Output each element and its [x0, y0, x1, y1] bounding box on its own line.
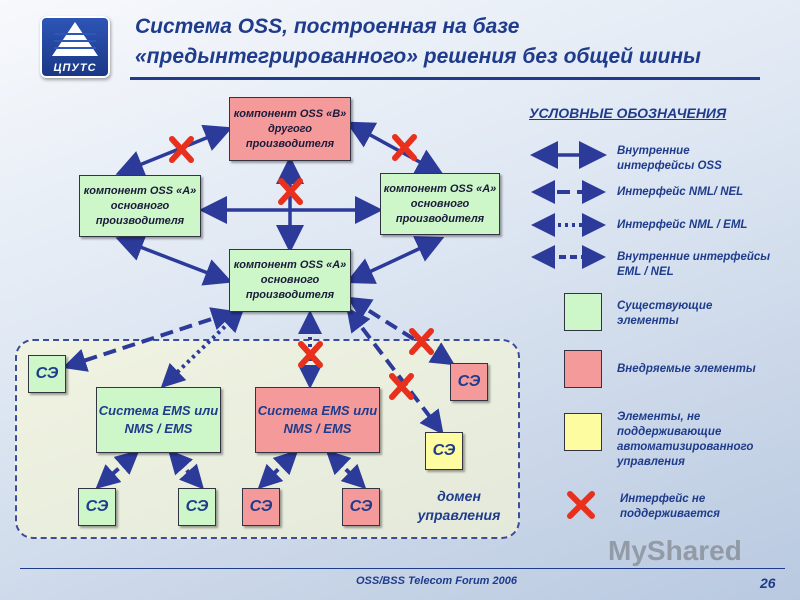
link-left-center [115, 234, 233, 286]
watermark: MyShared [608, 535, 742, 566]
link-ems-left-se2 [167, 449, 205, 490]
oss-component-a-right-label: компонент OSS «A» основного производител… [383, 182, 497, 225]
oss-component-b-label: компонент OSS «B» другого производителя [233, 107, 347, 150]
legend-new-label: Внедряемые элементы [617, 363, 756, 375]
footer-rule [20, 568, 785, 569]
link-center-se-left [62, 307, 236, 372]
legend-unsupported-label: Элементы, не поддерживающие автоматизиро… [617, 411, 754, 468]
page-number: 26 [760, 575, 776, 591]
network-element: СЭ [28, 355, 66, 393]
unsupported-cross [278, 178, 303, 205]
legend-unsupported-swatch [564, 413, 602, 451]
oss-component-a-center: компонент OSS «A» основного производител… [229, 249, 351, 312]
unsupported-cross [389, 373, 414, 400]
oss-component-b: компонент OSS «B» другого производителя [229, 97, 351, 161]
oss-component-a-left: компонент OSS «A» основного производител… [79, 175, 201, 237]
title-underline [130, 77, 760, 80]
company-logo: ЦПУТС [40, 16, 110, 78]
network-element: СЭ [242, 488, 280, 526]
unsupported-cross [169, 136, 194, 163]
oss-component-a-right: компонент OSS «A» основного производител… [380, 173, 500, 235]
ems-system-left-label: Система EMS или NMS / EMS [98, 403, 219, 436]
slide-title: Система OSS, построенная на базе «предын… [135, 15, 701, 68]
link-left-top [115, 124, 233, 178]
pyramid-icon [52, 22, 98, 56]
domain-label: домен управления [417, 488, 501, 523]
ems-system-right-label: Система EMS или NMS / EMS [257, 403, 378, 436]
link-center-se-yellow [346, 307, 444, 435]
network-element: СЭ [450, 363, 488, 401]
footer-text: OSS/BSS Telecom Forum 2006 [356, 575, 517, 587]
legend-cross [567, 491, 595, 519]
legend-existing-label: Существующие элементы [617, 300, 713, 327]
oss-component-a-left-label: компонент OSS «A» основного производител… [83, 184, 197, 227]
ems-system-left: Система EMS или NMS / EMS [96, 387, 221, 453]
oss-component-a-center-label: компонент OSS «A» основного производител… [233, 259, 347, 301]
logo-text: ЦПУТС [53, 62, 97, 74]
legend-new-swatch [564, 350, 602, 388]
link-ems-left-se1 [95, 450, 140, 489]
legend-nml-nel-label: Интерфейс NML/ NEL [617, 186, 744, 198]
legend-title: УСЛОВНЫЕ ОБОЗНАЧЕНИЯ [529, 105, 727, 121]
network-element: СЭ [178, 488, 216, 526]
link-right-center [345, 236, 445, 284]
link-ems-right-se1 [257, 449, 299, 490]
unsupported-cross [409, 328, 434, 355]
network-element: СЭ [342, 488, 380, 526]
legend-eml-nel-label: Внутренние интерфейсы EML / NEL [617, 251, 771, 278]
legend-nml-eml-label: Интерфейс NML / EML [617, 219, 748, 231]
network-element: СЭ [78, 488, 116, 526]
network-element: СЭ [425, 432, 463, 470]
legend-not-supported-label: Интерфейс не поддерживается [620, 493, 720, 520]
ems-system-right: Система EMS или NMS / EMS [255, 387, 380, 453]
link-right-top [345, 121, 445, 176]
legend-existing-swatch [564, 293, 602, 331]
unsupported-cross [392, 134, 417, 161]
link-ems-right-se2 [325, 449, 367, 490]
unsupported-cross [298, 341, 323, 368]
legend-oss-internal-label: Внутренние интерфейсы OSS [617, 145, 722, 172]
link-center-ems-left [160, 307, 245, 389]
